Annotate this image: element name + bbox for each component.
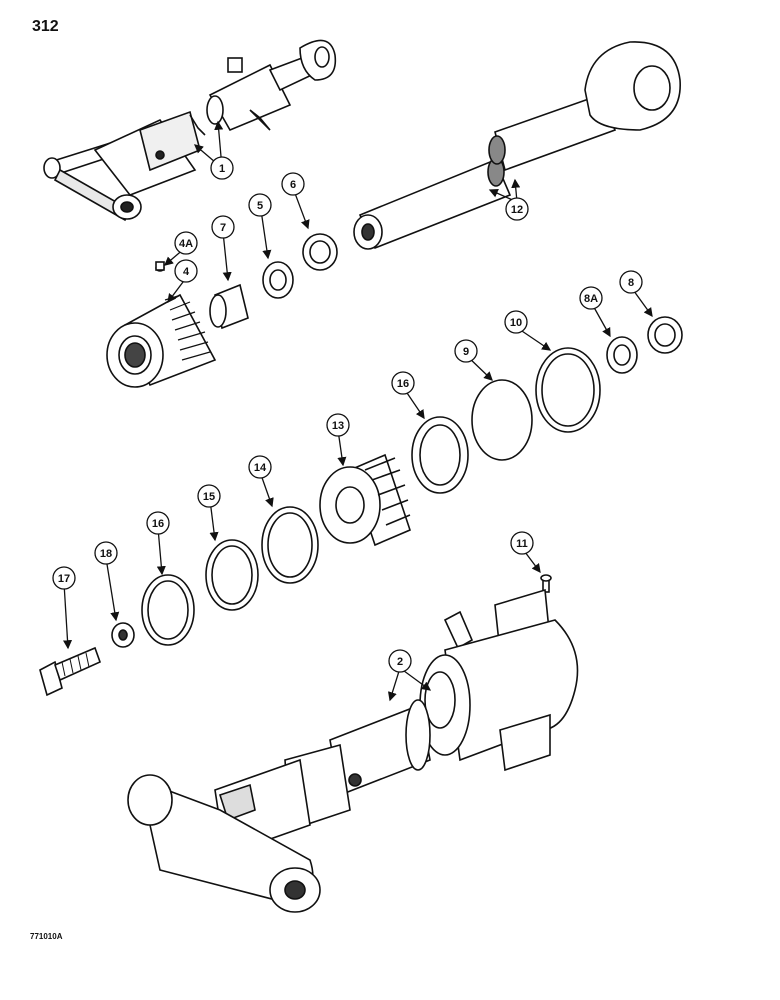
callout-16-upper: 16 bbox=[391, 371, 415, 395]
svg-text:5: 5 bbox=[257, 200, 263, 212]
svg-text:4: 4 bbox=[183, 266, 190, 278]
seal-15 bbox=[205, 539, 259, 611]
callout-8: 8 bbox=[619, 270, 643, 294]
svg-text:8A: 8A bbox=[584, 293, 598, 305]
seal-8a bbox=[606, 336, 638, 374]
callout-13: 13 bbox=[326, 413, 350, 437]
svg-text:1: 1 bbox=[219, 163, 225, 175]
screw bbox=[540, 574, 552, 593]
bolt bbox=[39, 646, 102, 697]
svg-text:13: 13 bbox=[332, 420, 344, 432]
callout-18: 18 bbox=[94, 541, 118, 565]
svg-text:16: 16 bbox=[397, 378, 409, 390]
svg-text:12: 12 bbox=[511, 204, 523, 216]
wiper-5 bbox=[262, 261, 294, 299]
callout-6: 6 bbox=[281, 172, 305, 196]
svg-text:14: 14 bbox=[254, 462, 267, 474]
seal-8 bbox=[647, 316, 683, 354]
svg-text:6: 6 bbox=[290, 179, 296, 191]
svg-text:7: 7 bbox=[220, 222, 226, 234]
drawing-code: 771010A bbox=[30, 932, 63, 941]
svg-text:18: 18 bbox=[100, 548, 112, 560]
svg-text:8: 8 bbox=[628, 277, 634, 289]
callout-17: 17 bbox=[52, 566, 76, 590]
backup-ring-9 bbox=[471, 379, 533, 461]
callout-11: 11 bbox=[510, 531, 534, 555]
svg-text:17: 17 bbox=[58, 573, 70, 585]
piston bbox=[319, 453, 411, 547]
callouts: 1 2 4 4A 5 6 7 8 8A 9 10 11 12 13 14 15 … bbox=[52, 120, 653, 702]
svg-text:11: 11 bbox=[516, 538, 528, 550]
cylinder-barrel-large bbox=[127, 588, 579, 913]
page-number: 312 bbox=[32, 18, 59, 35]
callout-4a: 4A bbox=[174, 231, 198, 255]
callout-2: 2 bbox=[388, 649, 412, 673]
wear-ring-16-upper bbox=[411, 416, 469, 494]
callout-12: 12 bbox=[505, 197, 529, 221]
gland bbox=[106, 261, 217, 388]
callout-7: 7 bbox=[211, 215, 235, 239]
callout-16-lower: 16 bbox=[146, 511, 170, 535]
wear-ring-16-lower bbox=[141, 574, 195, 646]
svg-text:16: 16 bbox=[152, 518, 164, 530]
callout-14: 14 bbox=[248, 455, 272, 479]
callout-4: 4 bbox=[174, 259, 198, 283]
callout-9: 9 bbox=[454, 339, 478, 363]
callout-15: 15 bbox=[197, 484, 221, 508]
seal-14 bbox=[261, 506, 319, 584]
washer-18 bbox=[111, 622, 135, 648]
bushing-7 bbox=[209, 283, 249, 330]
callout-10: 10 bbox=[504, 310, 528, 334]
svg-text:15: 15 bbox=[203, 491, 215, 503]
svg-text:9: 9 bbox=[463, 346, 469, 358]
o-ring-10 bbox=[535, 347, 601, 433]
svg-text:10: 10 bbox=[510, 317, 522, 329]
callout-5: 5 bbox=[248, 193, 272, 217]
piston-rod bbox=[353, 41, 681, 250]
callout-1: 1 bbox=[210, 156, 234, 180]
svg-text:2: 2 bbox=[397, 656, 403, 668]
callout-8a: 8A bbox=[579, 286, 603, 310]
seal-6 bbox=[302, 233, 338, 271]
cylinder-assembly-small bbox=[43, 39, 337, 222]
svg-text:4A: 4A bbox=[179, 238, 193, 250]
